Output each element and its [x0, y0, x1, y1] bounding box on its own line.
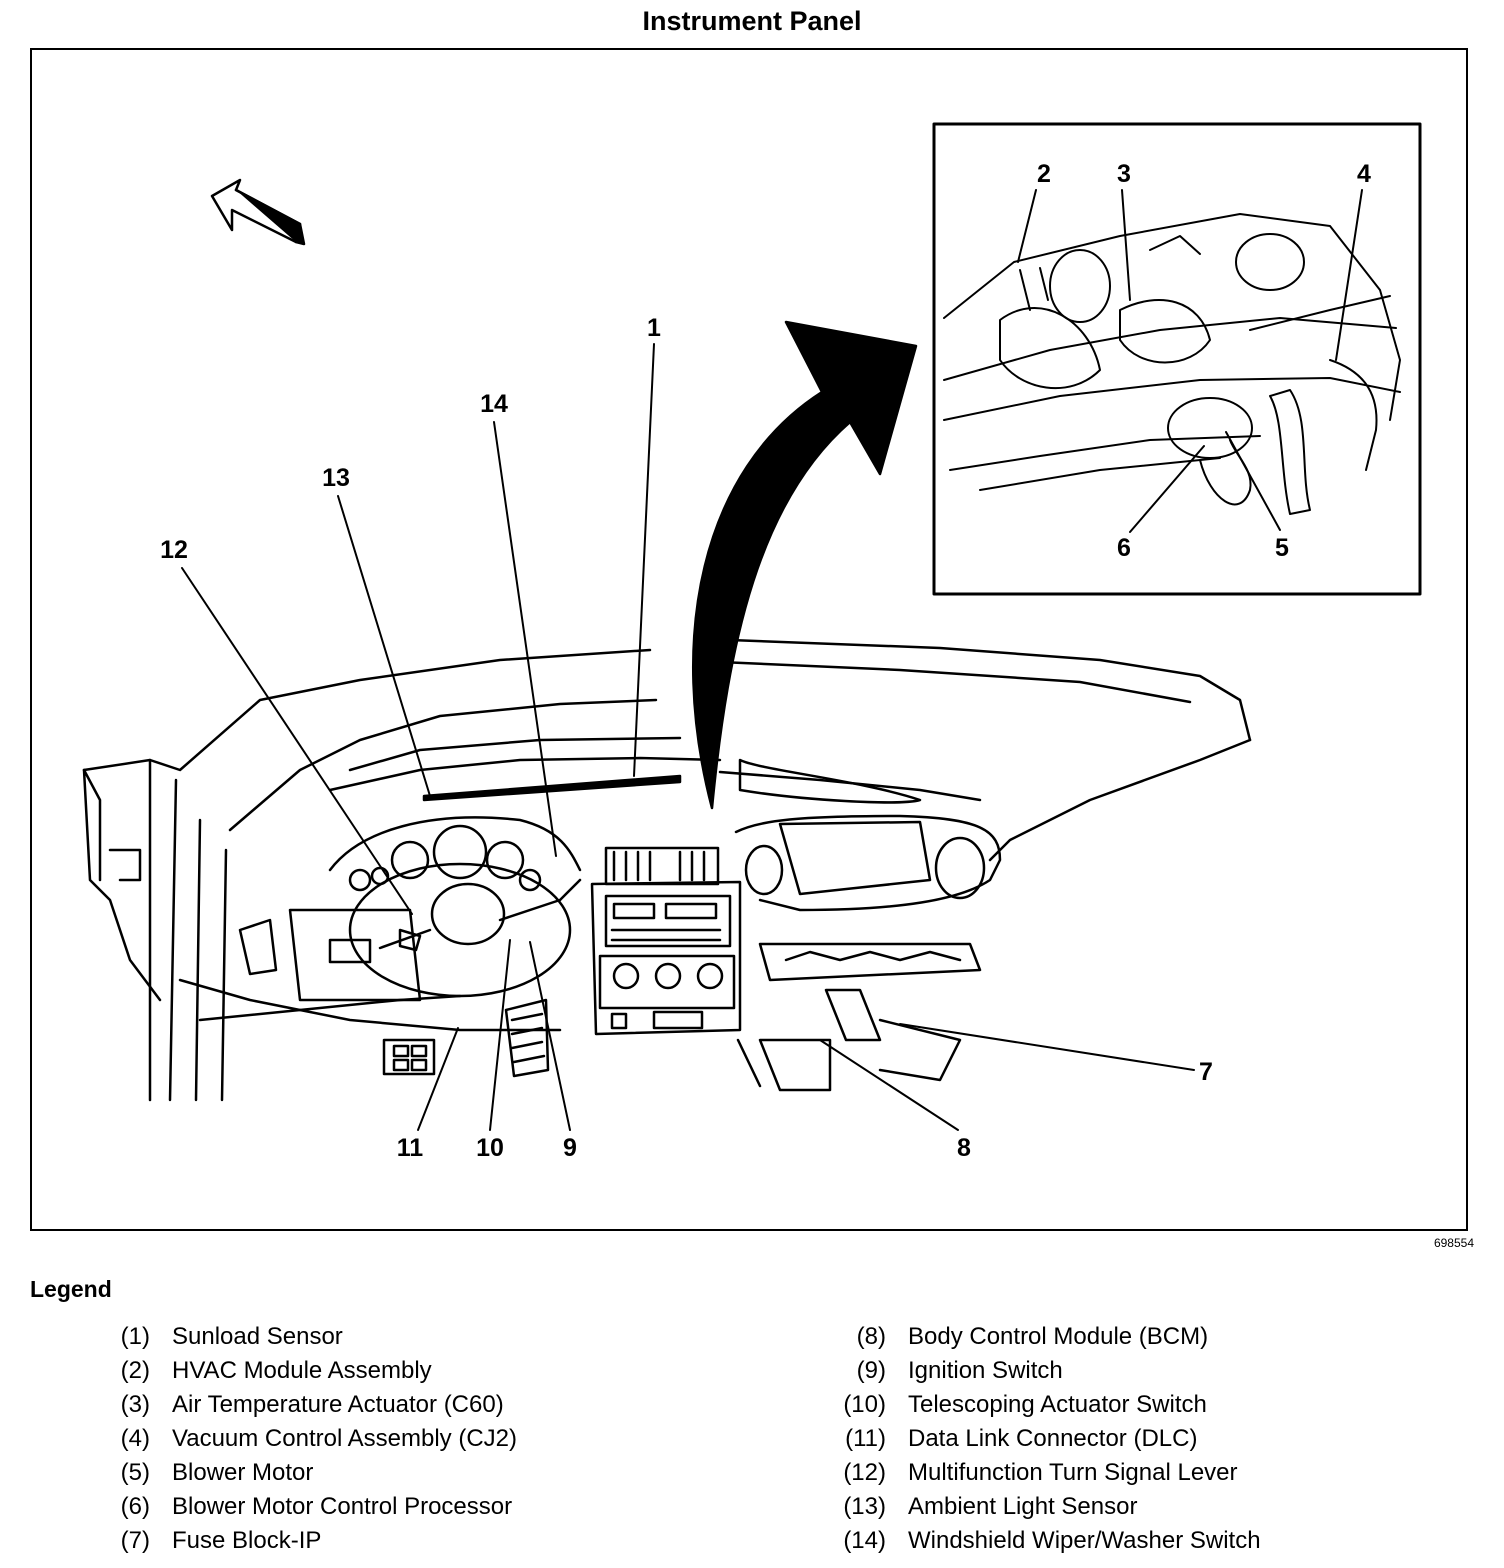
leader-lines: [181, 189, 1363, 1131]
callout-11: 11: [397, 1134, 424, 1162]
callout-9: 9: [563, 1134, 577, 1162]
legend-item: (10)Telescoping Actuator Switch: [843, 1391, 1207, 1418]
callout-6: 6: [1117, 534, 1131, 562]
callout-12: 12: [160, 536, 188, 564]
callout-7: 7: [1199, 1058, 1213, 1086]
steering-wheel: [348, 862, 582, 998]
legend-item: (2)HVAC Module Assembly: [120, 1357, 432, 1384]
legend-item: (11)Data Link Connector (DLC): [845, 1425, 1198, 1452]
legend-item: (9)Ignition Switch: [856, 1357, 1063, 1384]
legend-item: (13)Ambient Light Sensor: [843, 1493, 1138, 1520]
hvac-module-detail: [943, 213, 1401, 515]
passenger-dash: [734, 758, 1002, 1092]
callout-8: 8: [957, 1134, 971, 1162]
legend-item: (12)Multifunction Turn Signal Lever: [843, 1459, 1238, 1486]
legend-item: (3)Air Temperature Actuator (C60): [120, 1391, 504, 1418]
legend-item: (7)Fuse Block-IP: [120, 1527, 322, 1554]
diagram-title: Instrument Panel: [642, 6, 862, 36]
legend-item: (6)Blower Motor Control Processor: [120, 1493, 513, 1520]
callout-4: 4: [1357, 160, 1371, 188]
legend-heading: Legend: [30, 1276, 112, 1302]
center-console: [590, 846, 742, 1036]
callout-10: 10: [476, 1134, 504, 1162]
front-direction-arrow: [210, 178, 306, 246]
hvac-detail-inset: [932, 122, 1422, 596]
legend-item: (5)Blower Motor: [120, 1459, 314, 1486]
callout-13: 13: [322, 464, 350, 492]
legend-item: (8)Body Control Module (BCM): [856, 1323, 1209, 1350]
legend-column-right: (8)Body Control Module (BCM) (9)Ignition…: [830, 1320, 1261, 1558]
callout-1: 1: [647, 314, 661, 342]
callout-2: 2: [1037, 160, 1051, 188]
sunload-sensor-strip: [422, 774, 682, 802]
callout-labels: 1 2 3 4 5 6 7 8 9 10 11 12 13 14: [160, 160, 1371, 1162]
instrument-cluster: [328, 816, 582, 892]
callout-3: 3: [1117, 160, 1131, 188]
detail-view-arrow: [692, 320, 918, 810]
legend-column-left: (1)Sunload Sensor (2)HVAC Module Assembl…: [94, 1320, 517, 1558]
legend-item: (14)Windshield Wiper/Washer Switch: [843, 1527, 1261, 1554]
illustration-frame: [30, 48, 1468, 1231]
callout-5: 5: [1275, 534, 1289, 562]
pedals: [382, 998, 550, 1078]
callout-14: 14: [480, 390, 508, 418]
legend-item: (4)Vacuum Control Assembly (CJ2): [120, 1425, 517, 1452]
figure-number: 698554: [1433, 1236, 1474, 1250]
legend-item: (1)Sunload Sensor: [120, 1323, 343, 1350]
dashboard-outline: [82, 638, 1252, 1102]
